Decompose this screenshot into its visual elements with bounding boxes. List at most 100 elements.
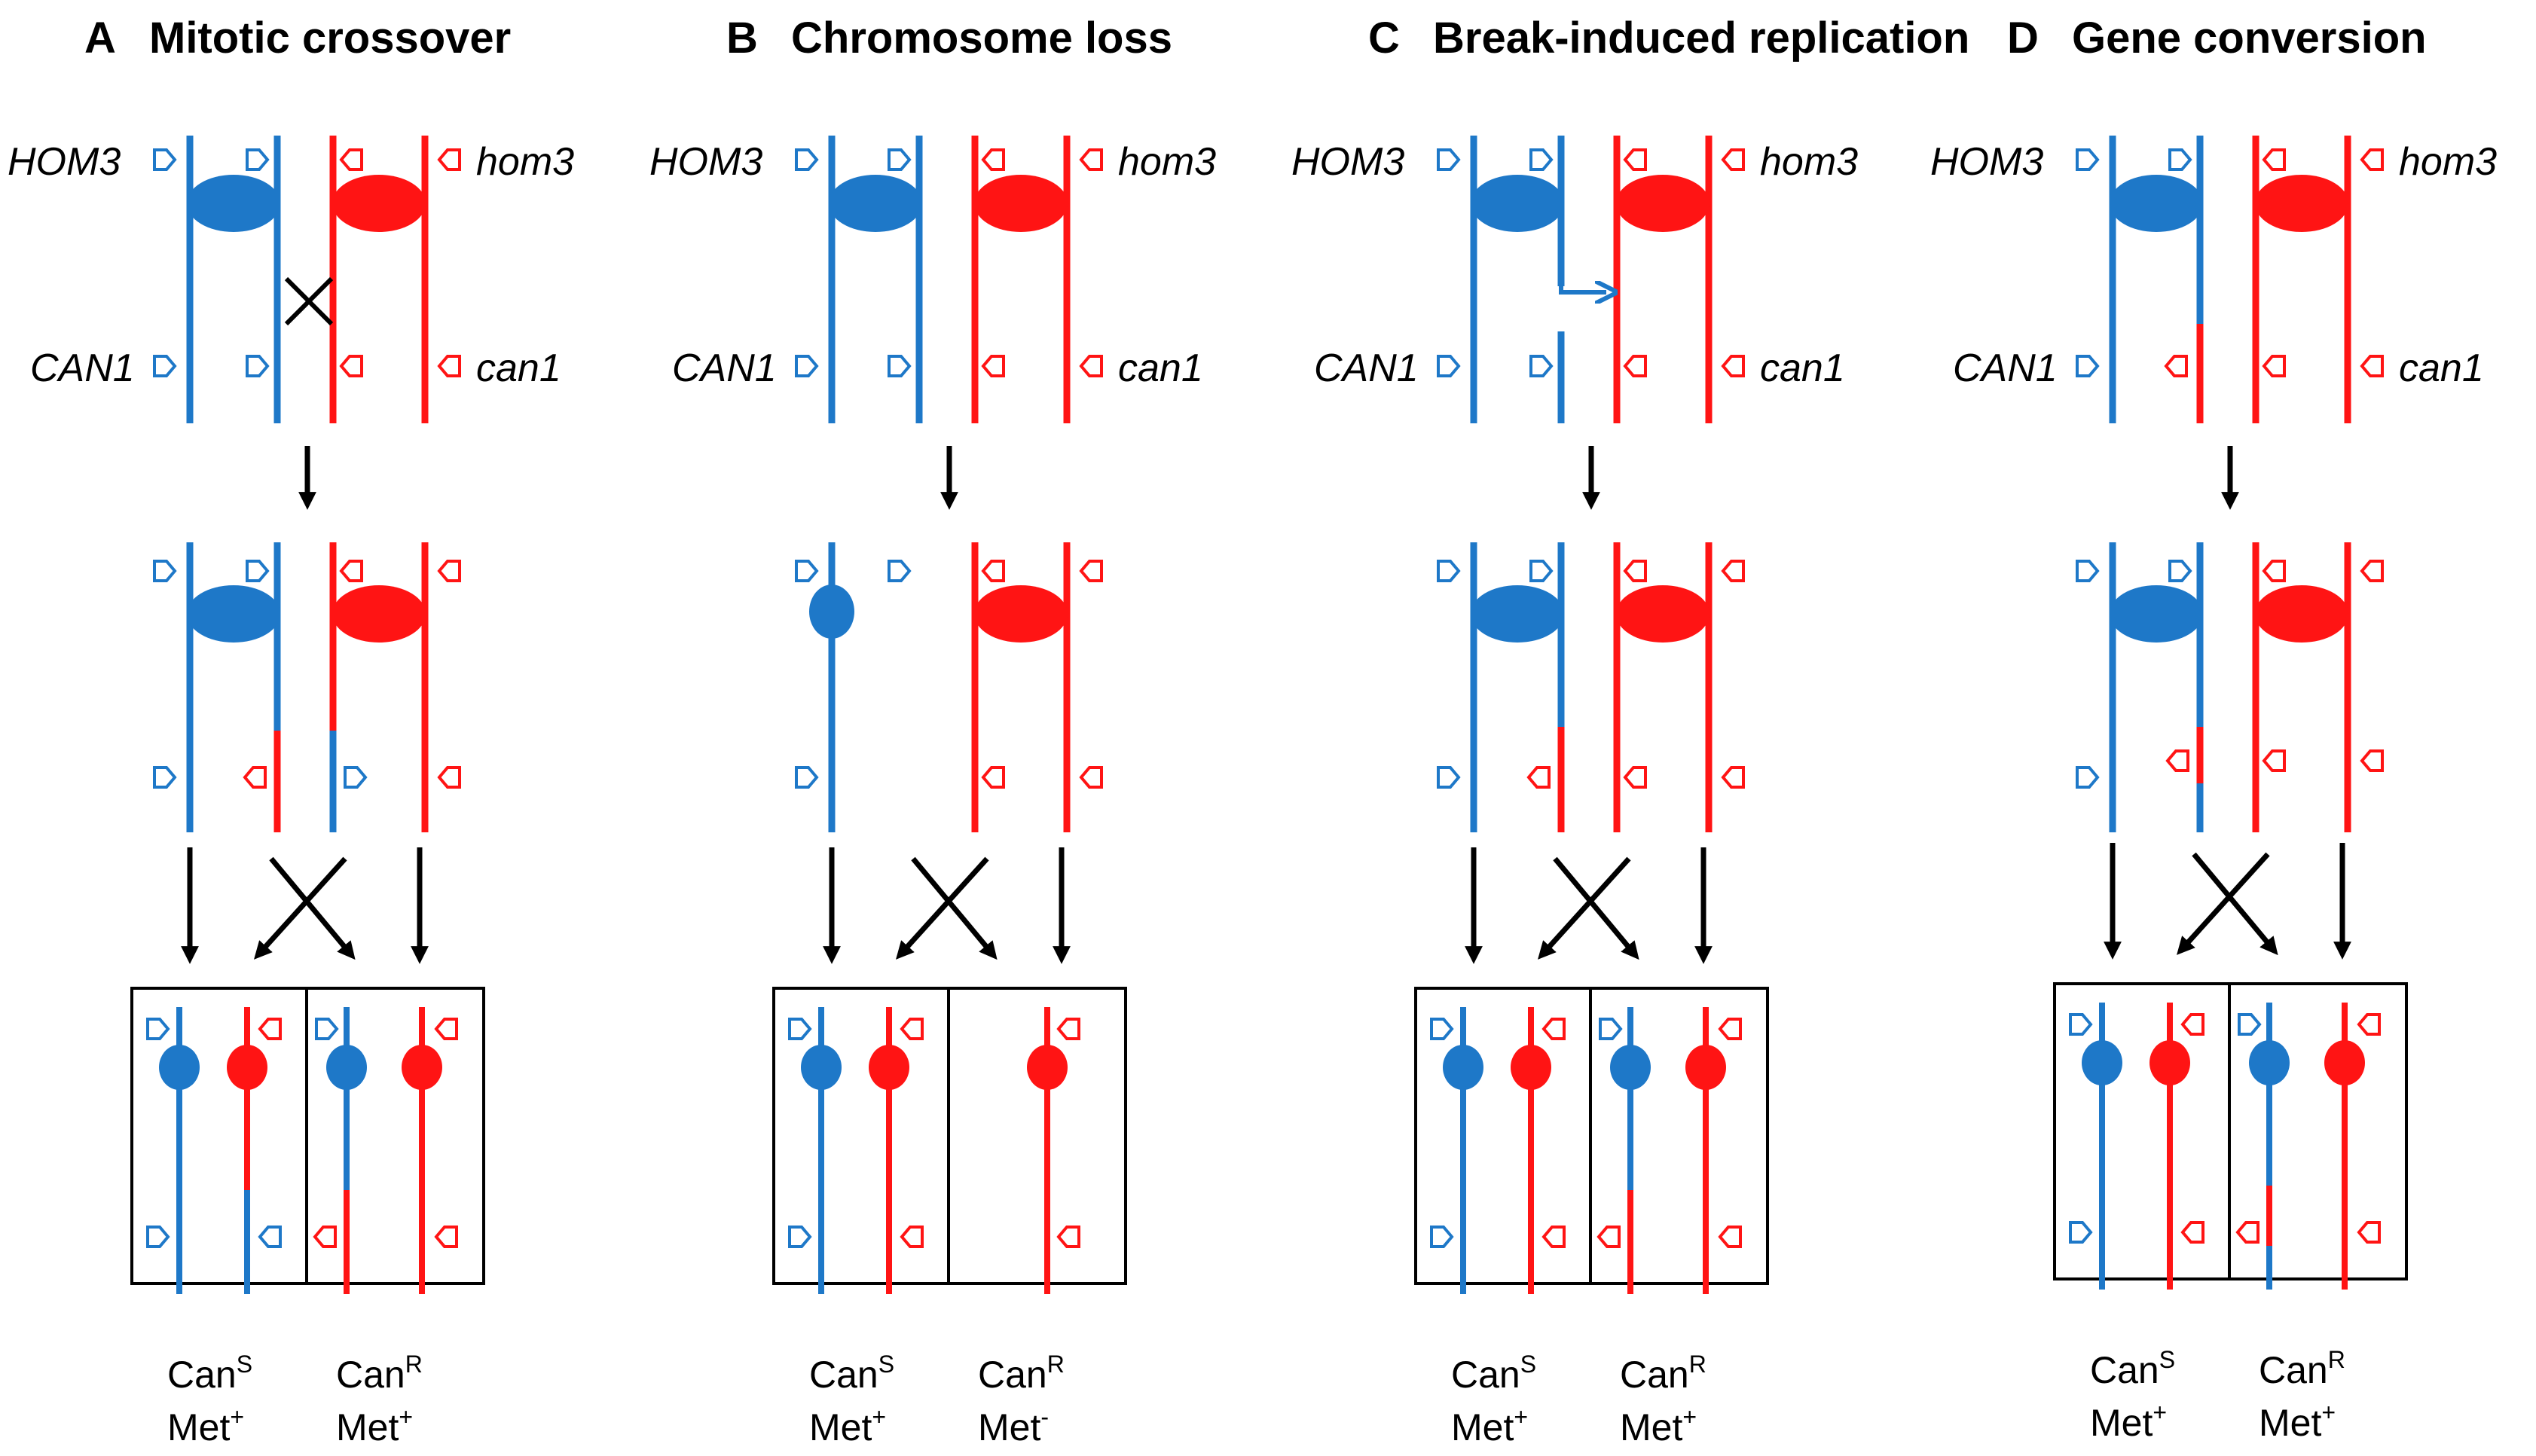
segregation-arrows (2104, 843, 2351, 960)
centromere-red (974, 175, 1068, 232)
can-phenotype-superscript: R (2328, 1346, 2345, 1373)
can-phenotype: CanS (167, 1351, 252, 1396)
can-phenotype-base: Can (167, 1354, 237, 1396)
met-phenotype: Met+ (167, 1403, 244, 1448)
hom3-marker (2076, 560, 2100, 582)
can1-marker (888, 355, 912, 377)
hom3-marker (2360, 148, 2384, 171)
hom3-marker (1079, 560, 1103, 582)
hom3-marker (1437, 560, 1461, 582)
hom3-marker (437, 560, 461, 582)
segregation-arrow (911, 856, 998, 960)
daughter-cells (2053, 982, 2408, 1290)
can1-marker (434, 1226, 458, 1248)
can1-marker (1529, 355, 1554, 377)
daughter-cell-2 (313, 1007, 458, 1294)
can-phenotype: CanR (978, 1351, 1065, 1396)
hom3-marker (1599, 1018, 1623, 1040)
daughter-cells (772, 987, 1127, 1294)
hom3-marker (1079, 148, 1103, 171)
can1-label-right: can1 (476, 346, 561, 390)
can1-marker (2164, 355, 2188, 377)
can1-marker (795, 766, 819, 789)
met-phenotype-base: Met (2259, 1402, 2321, 1444)
hom3-label-right: hom3 (1760, 140, 1858, 184)
met-phenotype-superscript: + (1514, 1403, 1528, 1430)
centromere-blue (187, 585, 280, 643)
met-phenotype: Met+ (2090, 1399, 2167, 1444)
daughter-cells (1414, 987, 1769, 1294)
met-phenotype-superscript: + (2153, 1399, 2167, 1426)
initial-chromosomes (1437, 136, 1745, 423)
met-phenotype: Met+ (2259, 1399, 2336, 1444)
can1-marker (1623, 355, 1647, 377)
met-phenotype-base: Met (167, 1406, 230, 1448)
met-phenotype-superscript: - (1040, 1403, 1049, 1430)
segregation-arrow (2192, 852, 2278, 956)
can1-marker (2076, 355, 2100, 377)
can1-marker (900, 1226, 924, 1248)
hom3-marker (2357, 1013, 2381, 1036)
hom3-label-left: HOM3 (1930, 140, 2043, 184)
initial-chromosomes (795, 136, 1103, 423)
can-phenotype-base: Can (1620, 1354, 1689, 1396)
hom3-marker (1529, 560, 1554, 582)
panel-title: Chromosome loss (791, 14, 1172, 63)
hom3-marker (437, 148, 461, 171)
can1-marker (1718, 1226, 1742, 1248)
centromere-blue (809, 585, 854, 639)
centromere-blue (1610, 1045, 1651, 1090)
hom3-marker (1721, 560, 1745, 582)
can1-marker (1437, 355, 1461, 377)
panel-letter: C (1368, 14, 1400, 63)
can1-marker (2357, 1221, 2381, 1244)
hom3-label-left: HOM3 (649, 140, 762, 184)
met-phenotype-base: Met (978, 1406, 1040, 1448)
hom3-marker (795, 148, 819, 171)
hom3-marker (2069, 1013, 2093, 1036)
daughter-cell-1 (1430, 1007, 1566, 1294)
met-phenotype: Met+ (1451, 1403, 1528, 1448)
hom3-marker (2076, 148, 2100, 171)
can1-label-left: CAN1 (1314, 346, 1419, 390)
hom3-marker (1541, 1018, 1566, 1040)
centromere-blue (326, 1045, 367, 1090)
hom3-marker (2262, 560, 2286, 582)
met-phenotype: Met+ (809, 1403, 886, 1448)
hom3-marker (981, 560, 1005, 582)
centromere-blue (2082, 1040, 2122, 1085)
can-phenotype-base: Can (2090, 1349, 2159, 1391)
hom3-marker (1718, 1018, 1742, 1040)
hom3-label-right: hom3 (2399, 140, 2497, 184)
hom3-label-right: hom3 (1118, 140, 1216, 184)
can-phenotype: CanS (1451, 1351, 1536, 1396)
can1-marker (1437, 766, 1461, 789)
post-event-chromosomes (153, 542, 461, 832)
can1-marker (1526, 766, 1551, 789)
hom3-label-left: HOM3 (8, 140, 121, 184)
can-phenotype-superscript: R (405, 1351, 423, 1378)
can1-marker (2262, 749, 2286, 772)
segregation-arrow (1538, 856, 1631, 960)
can1-label-left: CAN1 (672, 346, 777, 390)
met-phenotype-base: Met (809, 1406, 872, 1448)
panel-title: Gene conversion (2072, 14, 2427, 63)
centromere-blue (829, 175, 922, 232)
met-phenotype-base: Met (1451, 1406, 1514, 1448)
panel-letter: A (84, 14, 116, 63)
centromere-red (1027, 1045, 1068, 1090)
centromere-red (332, 175, 426, 232)
strand-invasion-arrow (1559, 286, 1606, 292)
hom3-marker (1529, 148, 1554, 171)
panel-letter: B (726, 14, 758, 63)
can1-marker (1056, 1226, 1080, 1248)
can1-marker (243, 766, 267, 789)
post-event-chromosomes (795, 542, 1103, 832)
can-phenotype: CanR (2259, 1346, 2345, 1391)
daughter-cell-1 (2069, 1003, 2204, 1290)
hom3-marker (888, 148, 912, 171)
